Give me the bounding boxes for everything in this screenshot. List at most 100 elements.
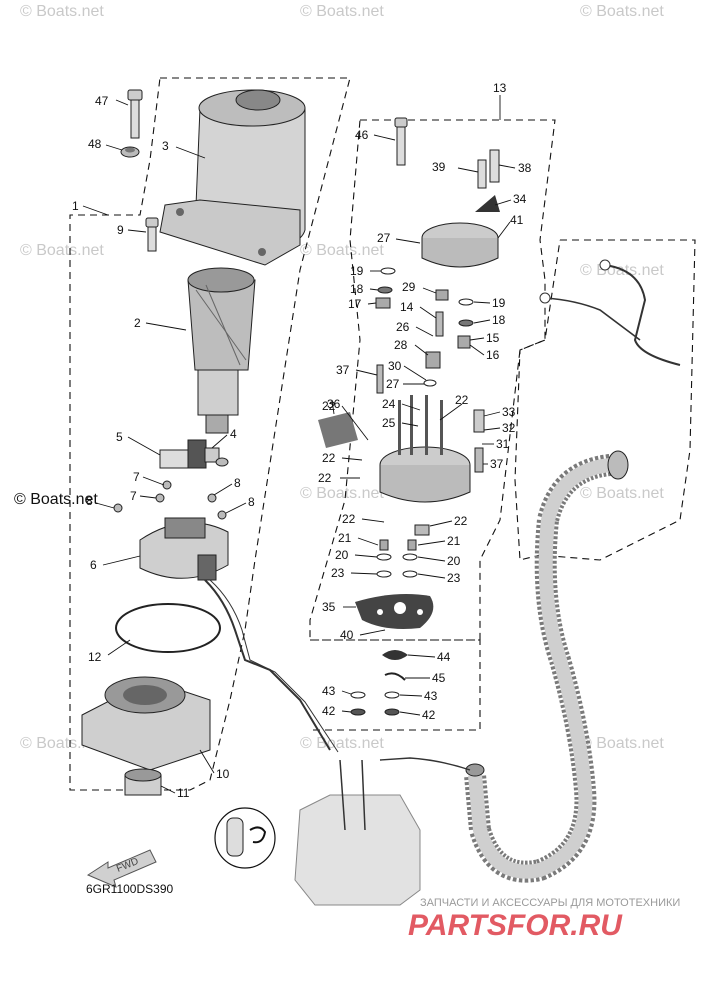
gasket-35 <box>355 594 434 629</box>
armature-2 <box>187 267 256 434</box>
pump-body <box>379 395 485 503</box>
callout-11: 11 <box>177 786 190 800</box>
callout-20: 20 <box>447 554 461 568</box>
callout-30: 30 <box>388 359 402 373</box>
callout-36: 36 <box>327 397 341 411</box>
small-parts-lower <box>376 524 430 578</box>
clip-4 <box>204 447 229 467</box>
hardware-parts <box>350 650 408 716</box>
bolt-46 <box>394 117 408 166</box>
callout-48: 48 <box>88 137 102 151</box>
callout-39: 39 <box>432 160 446 174</box>
callout-21: 21 <box>338 531 352 545</box>
callout-19: 19 <box>492 296 506 310</box>
callout-42: 42 <box>322 704 336 718</box>
corrugated-hose <box>379 450 629 883</box>
o-ring-12 <box>115 603 221 653</box>
watermark: © Boats.net <box>20 3 104 20</box>
callout-43: 43 <box>424 689 438 703</box>
callout-29: 29 <box>402 280 416 294</box>
callout-22: 22 <box>318 471 332 485</box>
callout-1: 1 <box>72 199 79 213</box>
screws-7-8 <box>113 480 227 520</box>
end-cover-10 <box>81 676 211 771</box>
filter-36 <box>318 412 358 448</box>
detail-inset <box>214 807 276 869</box>
brush-holder-5 <box>159 439 207 469</box>
callout-43: 43 <box>322 684 336 698</box>
watermark: © Boats.net <box>300 735 384 752</box>
callout-24: 24 <box>382 397 396 411</box>
leader-lines <box>82 95 516 794</box>
callout-37: 37 <box>490 457 504 471</box>
mount-bracket <box>294 759 421 906</box>
callout-22: 22 <box>455 393 469 407</box>
callout-5: 5 <box>116 430 123 444</box>
watermark: © Boats.net <box>580 735 664 752</box>
callout-2: 2 <box>134 316 141 330</box>
callout-32: 32 <box>502 421 516 435</box>
callout-47: 47 <box>95 94 109 108</box>
brush-plate-6 <box>139 517 229 581</box>
callout-23: 23 <box>331 566 345 580</box>
callout-8: 8 <box>86 494 93 508</box>
callout-44: 44 <box>437 650 451 664</box>
callout-14: 14 <box>400 300 414 314</box>
callout-17: 17 <box>348 297 362 311</box>
callout-7: 7 <box>133 470 140 484</box>
wire-lead <box>204 579 339 753</box>
watermark: © Boats.net <box>580 485 664 502</box>
callout-labels: 47 48 3 1 9 2 5 4 7 7 8 8 8 6 12 10 11 1… <box>72 81 532 800</box>
callout-16: 16 <box>486 348 500 362</box>
small-parts-upper <box>375 267 474 394</box>
callout-8: 8 <box>234 476 241 490</box>
callout-9: 9 <box>117 223 124 237</box>
callout-40: 40 <box>340 628 354 642</box>
callout-18: 18 <box>492 313 506 327</box>
callout-3: 3 <box>162 139 169 153</box>
bolt-9 <box>145 217 159 252</box>
callout-8: 8 <box>248 495 255 509</box>
watermark: © Boats.net <box>300 3 384 20</box>
group-1-outline <box>69 77 351 791</box>
callout-4: 4 <box>230 427 237 441</box>
watermark-highlighted: © Boats.net <box>14 491 98 508</box>
footer-brand-logo: PARTSFOR.RU <box>408 909 623 942</box>
callout-12: 12 <box>88 650 102 664</box>
wire-harness <box>539 259 681 366</box>
washer-48 <box>120 146 140 158</box>
valve-34 <box>475 195 500 212</box>
pins-39-38 <box>477 149 500 189</box>
callout-37: 37 <box>336 363 350 377</box>
callout-41: 41 <box>510 213 524 227</box>
callout-45: 45 <box>432 671 446 685</box>
callout-21: 21 <box>447 534 461 548</box>
pump-head-27 <box>421 222 499 268</box>
callout-34: 34 <box>513 192 527 206</box>
callout-33: 33 <box>502 405 516 419</box>
watermark: © Boats.net <box>300 485 384 502</box>
watermark: © Boats.net <box>300 242 384 259</box>
callout-25: 25 <box>382 416 396 430</box>
hardware-outline <box>310 639 481 731</box>
callout-26: 26 <box>396 320 410 334</box>
motor-yoke-3 <box>159 89 306 266</box>
callout-46: 46 <box>355 128 369 142</box>
watermark: © Boats.net <box>20 242 104 259</box>
watermark-layer: © Boats.net © Boats.net © Boats.net © Bo… <box>14 3 664 752</box>
callout-27: 27 <box>386 377 400 391</box>
bushing-11 <box>124 768 162 796</box>
callout-18: 18 <box>350 282 364 296</box>
callout-6: 6 <box>90 558 97 572</box>
footer-tagline: ЗАПЧАСТИ И АКСЕССУАРЫ ДЛЯ МОТОТЕХНИКИ <box>420 897 680 909</box>
bolt-47 <box>127 89 143 139</box>
callout-10: 10 <box>216 767 230 781</box>
callout-22: 22 <box>454 514 468 528</box>
callout-42: 42 <box>422 708 436 722</box>
callout-35: 35 <box>322 600 336 614</box>
callout-7: 7 <box>130 489 137 503</box>
callout-38: 38 <box>518 161 532 175</box>
harness-outline <box>514 239 696 561</box>
callout-22: 22 <box>322 451 336 465</box>
